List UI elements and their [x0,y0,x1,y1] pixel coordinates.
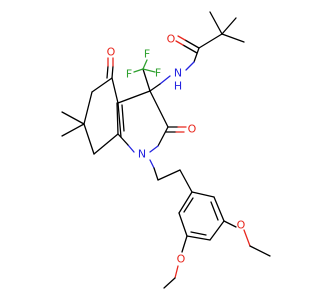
bond [209,220,225,241]
fluorine-label-1: F [144,48,150,61]
bond [174,265,179,279]
bond [133,68,144,73]
bond [223,220,237,228]
bond [61,123,85,137]
fluorine-label-3: F [155,67,161,80]
bond [185,61,195,71]
bond [117,90,151,104]
bond [186,235,211,241]
bond [243,229,251,247]
bond [249,245,271,257]
bond-layer [61,11,271,289]
bond [184,39,200,49]
bond [153,167,159,181]
bond [149,145,159,153]
bond [157,126,169,147]
bond [163,277,176,289]
bond [83,91,93,125]
bond [213,196,225,222]
bond [117,133,129,146]
bond [191,191,215,198]
bond [121,104,125,132]
methoxy-oxygen-label-2: O [237,219,246,232]
bond [221,33,245,43]
bond [111,77,119,104]
bond [111,65,114,79]
amide-nitrogen-label: N [174,67,182,80]
bond [157,169,181,181]
bond [175,40,184,46]
bond [93,133,119,155]
atom-label-layer: O N H F F F O N O O O [107,33,246,266]
ketone-oxygen-label: O [107,46,116,59]
bond [142,68,151,92]
molecule-structure-diagram: O N H F F F O N O O O [61,11,271,289]
bond [159,75,171,85]
bond [179,169,193,193]
fluorine-label-2: F [126,68,132,81]
bond [221,17,237,35]
bond [198,33,223,49]
bond [149,90,169,128]
bond [193,47,200,63]
bond [181,235,188,253]
bond [61,111,85,125]
lactam-oxygen-label: O [188,123,197,136]
bond [210,201,219,221]
methoxy-oxygen-label-1: O [177,253,186,266]
bond [116,102,119,135]
bond [178,191,193,214]
bond [149,83,161,92]
bond [149,159,155,169]
amide-oxygen-label: O [167,33,176,46]
bond [117,102,122,138]
amide-hydrogen-label: H [174,80,182,93]
bond [83,123,95,155]
bond [127,144,135,153]
bond [177,35,186,41]
bond [182,44,198,54]
bond [142,68,156,73]
bond [91,77,113,93]
bond [190,231,207,236]
bond [209,11,223,35]
bond [178,212,188,237]
bond [142,59,148,70]
bond [106,65,109,79]
ring-nitrogen-label: N [138,148,146,161]
bond [183,197,194,213]
